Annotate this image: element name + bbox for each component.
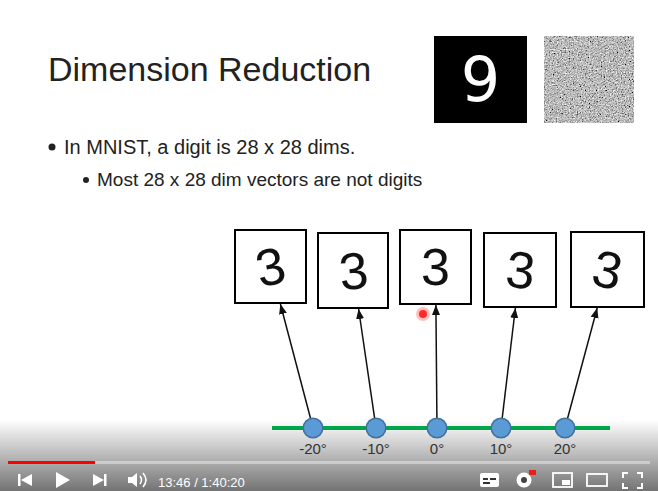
mapping-arrow bbox=[436, 305, 437, 418]
volume-icon bbox=[128, 473, 137, 487]
label-box: In MNIST, a digit is 28 x 28 dims. bbox=[64, 136, 355, 158]
digit-image bbox=[434, 36, 527, 123]
mapping-arrow bbox=[280, 304, 310, 418]
digit-glyph: 3 bbox=[503, 243, 537, 298]
axis-point: 10° bbox=[492, 419, 510, 437]
bullet-text: In MNIST, a digit is 28 x 28 dims. bbox=[64, 136, 355, 158]
captions-icon bbox=[483, 482, 490, 484]
mapping-arrow bbox=[568, 308, 598, 418]
volume-icon bbox=[143, 473, 146, 487]
progress-track bbox=[8, 461, 650, 464]
label-box: Most 28 x 28 dim vectors are not digits bbox=[97, 170, 422, 191]
prev-icon bbox=[18, 474, 21, 486]
angle-label: -20° bbox=[283, 441, 343, 456]
bullet-dot bbox=[83, 177, 89, 183]
axis-point: 20° bbox=[556, 419, 574, 437]
captions-icon bbox=[483, 478, 488, 480]
digit-glyph: 3 bbox=[588, 241, 627, 298]
player-controls bbox=[18, 470, 642, 488]
noise-image bbox=[544, 36, 634, 123]
hd-badge bbox=[529, 470, 536, 475]
next-icon bbox=[93, 474, 104, 486]
captions-icon bbox=[480, 473, 499, 487]
digit-box: 3 bbox=[399, 229, 472, 305]
player-shade bbox=[0, 420, 658, 491]
axis-point: 0° bbox=[428, 419, 446, 437]
laser-halo bbox=[416, 307, 430, 321]
mapping-arrow bbox=[359, 309, 375, 418]
digit-box: 3 bbox=[483, 232, 557, 308]
bullet-dot bbox=[49, 144, 56, 151]
angle-label: 20° bbox=[535, 441, 595, 456]
digit-box: 3 bbox=[234, 229, 307, 304]
volume-icon bbox=[140, 476, 142, 484]
digit-glyph: 3 bbox=[421, 241, 450, 293]
settings-icon bbox=[521, 477, 527, 483]
slide-title: Dimension Reduction bbox=[48, 50, 371, 88]
miniplayer-icon bbox=[562, 480, 570, 485]
fullscreen-icon bbox=[623, 473, 642, 488]
title-box: Dimension Reduction bbox=[48, 52, 371, 86]
digit-box: 3 bbox=[317, 232, 389, 309]
play-icon bbox=[56, 472, 70, 488]
digit-glyph: 3 bbox=[251, 238, 290, 295]
prev-icon bbox=[21, 474, 32, 486]
progress-played bbox=[8, 461, 95, 464]
digit-box: 3 bbox=[570, 231, 645, 308]
angle-label: 10° bbox=[471, 441, 531, 456]
mapping-arrow bbox=[502, 308, 515, 418]
angle-label: 0° bbox=[407, 441, 467, 456]
digit-image-text: 9 bbox=[461, 49, 500, 111]
digit-glyph: 3 bbox=[336, 243, 370, 298]
next-icon bbox=[104, 474, 107, 486]
sub-bullet-text: Most 28 x 28 dim vectors are not digits bbox=[97, 169, 422, 190]
miniplayer-icon bbox=[553, 473, 572, 487]
label-box: 9 bbox=[434, 36, 527, 123]
theater-icon bbox=[587, 474, 607, 486]
axis-point: -20° bbox=[304, 419, 322, 437]
laser-pointer bbox=[419, 310, 427, 318]
captions-icon bbox=[490, 478, 496, 480]
player-time: 13:46 / 1:40:20 bbox=[158, 475, 245, 490]
label-box: 13:46 / 1:40:20 bbox=[158, 473, 245, 491]
axis-point: -10° bbox=[367, 419, 385, 437]
angle-label: -10° bbox=[346, 441, 406, 456]
